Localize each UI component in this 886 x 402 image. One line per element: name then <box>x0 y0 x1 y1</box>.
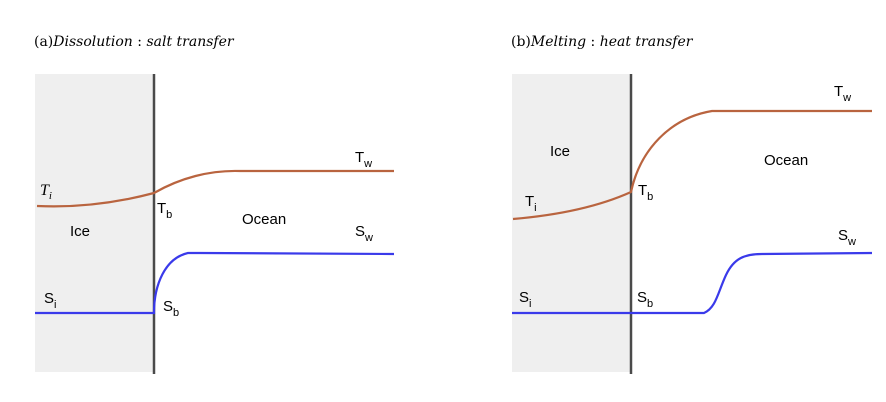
tw-label: Tw <box>834 83 851 104</box>
ocean-label: Ocean <box>242 211 286 228</box>
ice-region <box>512 74 631 372</box>
panel-a-title: (a)Dissolution : salt transfer <box>34 34 235 50</box>
sb-label: Sb <box>163 298 179 319</box>
salinity-profile <box>35 251 395 315</box>
salinity-profile <box>512 251 873 315</box>
ti-label: Ti <box>40 182 52 202</box>
tb-label: Tb <box>157 200 172 221</box>
sw-label: Sw <box>838 227 856 248</box>
panel-b: (b)Melting : heat transfer Ice Ocean Ti … <box>511 34 873 374</box>
ti-label: Ti <box>525 193 537 214</box>
ice-region <box>35 74 154 372</box>
panel-b-title: (b)Melting : heat transfer <box>511 34 694 50</box>
tw-label: Tw <box>355 149 372 170</box>
temperature-profile <box>36 169 394 208</box>
ice-label: Ice <box>70 223 90 240</box>
si-label: Si <box>44 290 56 311</box>
si-label: Si <box>519 289 531 310</box>
sb-label: Sb <box>637 289 653 310</box>
ocean-label: Ocean <box>764 152 808 169</box>
panel-a: (a)Dissolution : salt transfer Ice Ocean… <box>34 34 395 374</box>
temperature-profile <box>512 109 872 221</box>
tb-label: Tb <box>638 182 653 203</box>
sw-label: Sw <box>355 223 373 244</box>
ice-label: Ice <box>550 143 570 160</box>
